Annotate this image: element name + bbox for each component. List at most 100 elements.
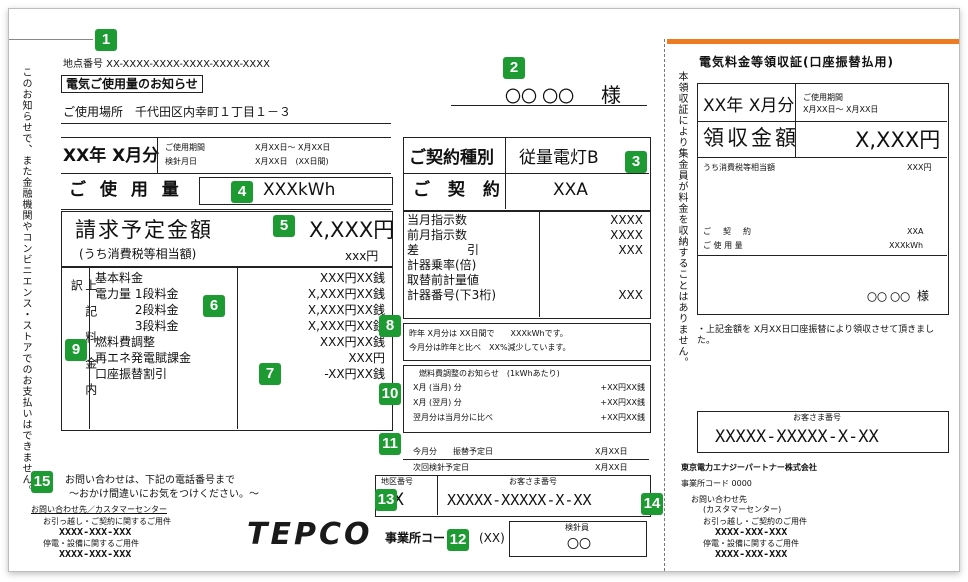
breakdown-row-label: 燃料費調整 — [95, 335, 156, 349]
receipt-vertical-note: 本領収証により集金員が料金を収納することはありません。 — [676, 71, 687, 368]
meter-row: 計器乗率(倍) — [407, 258, 643, 273]
meter-row-label: 計器番号(下3桁) — [407, 288, 496, 302]
meter-divider — [539, 211, 540, 317]
receipt-cust-no-value: XXXXX-XXXXX-X-XX — [715, 427, 879, 447]
place-underline — [61, 123, 391, 124]
badge-14: 14 — [641, 493, 663, 515]
customer-name: 〇〇 〇〇 — [505, 87, 575, 106]
receipt-box — [697, 83, 949, 315]
left-vertical-note: このお知らせで、また金融機関やコンビニエンス・ストアでのお支払いはできません。 — [20, 67, 31, 496]
billing-month: XX年 X月分 — [63, 146, 160, 166]
breakdown-row: 電力量 1段料金 X,XXX円XX銭 — [95, 287, 385, 303]
badge-4: 4 — [231, 181, 253, 203]
office-value: (XX) — [479, 531, 505, 545]
meter-row-value: XXX — [618, 243, 643, 257]
receipt-tax-value: XXX円 — [907, 163, 932, 172]
usage-place: ご使用場所 千代田区内幸町１丁目１－３ — [63, 105, 292, 119]
breakdown-row-value: X,XXX円XX銭 — [307, 303, 385, 317]
tax-label: (うち消費税等相当額) — [79, 247, 197, 261]
receipt-title: 電気料金等領収証(口座振替払用) — [699, 55, 894, 69]
contract-col-divider — [505, 137, 506, 209]
location-number: 地点番号 XX-XXXX-XXXX-XXXX-XXXX-XXXX — [63, 59, 270, 70]
fuel-row: 翌月分は当月分に比べ +XX円XX銭 — [413, 413, 645, 428]
fuel-row-value: +XX円XX銭 — [600, 383, 645, 392]
fuel-title: 燃料費調整のお知らせ (1kWhあたり) — [419, 369, 560, 378]
breakdown-row-label: 基本料金 — [95, 271, 144, 285]
compare-line-2: 今月分は昨年と比べ XX%減少しています。 — [409, 343, 571, 352]
receipt-month-divider — [795, 83, 796, 121]
receipt-contact-sub-2: 停電・設備に関するご用件 — [703, 539, 799, 548]
inquiry-line-2: ～おかけ間違いにお気をつけください。～ — [69, 489, 259, 500]
receipt-row-2 — [697, 157, 947, 158]
breakdown-row-value: X,XXX円XX銭 — [307, 319, 385, 333]
receipt-row-1 — [697, 121, 947, 122]
breakdown-row-label: 再エネ発電賦課金 — [95, 351, 192, 365]
contact-sub-2: 停電・設備に関するご用件 — [43, 539, 139, 548]
usage-box — [199, 177, 393, 205]
billing-label: 請求予定金額 — [75, 218, 213, 242]
meter-row: 計器番号(下3桁)XXX — [407, 288, 643, 303]
breakdown-row: 基本料金 XXX円XX銭 — [95, 271, 385, 287]
receipt-usage-value: XXXkWh — [889, 241, 924, 250]
left-cust-no-value: XXXXX-XXXXX-X-XX — [447, 491, 592, 509]
breakdown-row: 3段料金 X,XXX円XX銭 — [95, 319, 385, 335]
month-row-bottom — [61, 173, 391, 174]
transfer-date-value: X月XX日 — [595, 447, 628, 456]
number-divider — [437, 475, 438, 515]
receipt-contact-title: お問い合わせ先 — [691, 495, 747, 504]
receipt-cust-box — [697, 411, 949, 453]
next-meter-value: X月XX日 — [595, 463, 628, 472]
month-row-top — [61, 137, 391, 138]
top-rule — [9, 39, 93, 40]
breakdown-row-value: X,XXX円XX銭 — [307, 287, 385, 301]
inquiry-line-1: お問い合わせは、下記の電話番号まで — [65, 475, 235, 486]
contact-title: お問い合わせ先／カスタマーセンター — [31, 505, 167, 514]
contract-label: ご 契 約 — [413, 180, 506, 200]
breakdown-row-value: XXX円 — [348, 351, 385, 365]
breakdown-row-value: XXX円XX銭 — [319, 271, 385, 285]
breakdown-side-label: 上記料金内訳 — [69, 279, 98, 409]
usage-label: ご 使 用 量 — [69, 180, 183, 200]
badge-13: 13 — [375, 489, 397, 511]
breakdown-row-label: 3段料金 — [95, 319, 179, 333]
meter-row-label: 計器乗率(倍) — [407, 258, 477, 272]
fuel-row-label: 翌月分は当月分に比べ — [413, 413, 493, 422]
transfer-date-label: 今月分 振替予定日 — [413, 447, 493, 456]
meter-row-label: 前月指示数 — [407, 228, 468, 242]
fuel-row-value: +XX円XX銭 — [600, 413, 645, 422]
bill-document: このお知らせで、また金融機関やコンビニエンス・ストアでのお支払いはできません。 … — [8, 8, 960, 572]
badge-7: 7 — [259, 363, 281, 385]
name-underline — [451, 105, 647, 106]
contact-sub-1: お引っ越し・ご契約に関するご用件 — [43, 517, 171, 526]
fuel-row-value: +XX円XX銭 — [600, 398, 645, 407]
receipt-contact-center: (カスタマーセンター) — [703, 505, 782, 514]
contact-tel-2: XXXX-XXX-XXX — [59, 549, 132, 560]
contract-box — [403, 137, 651, 211]
receipt-accent-bar — [667, 39, 959, 44]
fuel-row: X月 (当月) 分+XX円XX銭 — [413, 383, 645, 398]
receipt-name: 〇〇 〇〇 — [867, 293, 911, 304]
meter-row-label: 取替前計量値 — [407, 273, 480, 287]
schedule-divider — [403, 459, 649, 460]
contract-type-label: ご契約種別 — [409, 148, 494, 168]
tax-value: xxx円 — [345, 249, 379, 263]
fuel-list: X月 (当月) 分+XX円XX銭 X月 (翌月) 分+XX円XX銭 翌月分は当月… — [413, 383, 645, 428]
breakdown-row-label: 2段料金 — [95, 303, 179, 317]
badge-1: 1 — [95, 29, 117, 51]
fuel-box — [403, 365, 651, 433]
breakdown-row-label: 電力量 1段料金 — [95, 287, 179, 301]
badge-12: 12 — [447, 529, 469, 551]
receipt-office-code: 事業所コード 0000 — [681, 479, 752, 488]
billing-box — [61, 211, 393, 267]
badge-15: 15 — [31, 471, 53, 493]
badge-9: 9 — [65, 339, 87, 361]
meter-row-label: 差 引 — [407, 243, 480, 257]
billing-value: X,XXX円 — [309, 218, 395, 242]
meter-date-value: X月XX日 (XX日間) — [255, 157, 329, 166]
breakdown-row-value: -XX円XX銭 — [324, 367, 385, 381]
area-label: 地区番号 — [381, 477, 413, 486]
usage-row-bottom — [61, 209, 391, 210]
